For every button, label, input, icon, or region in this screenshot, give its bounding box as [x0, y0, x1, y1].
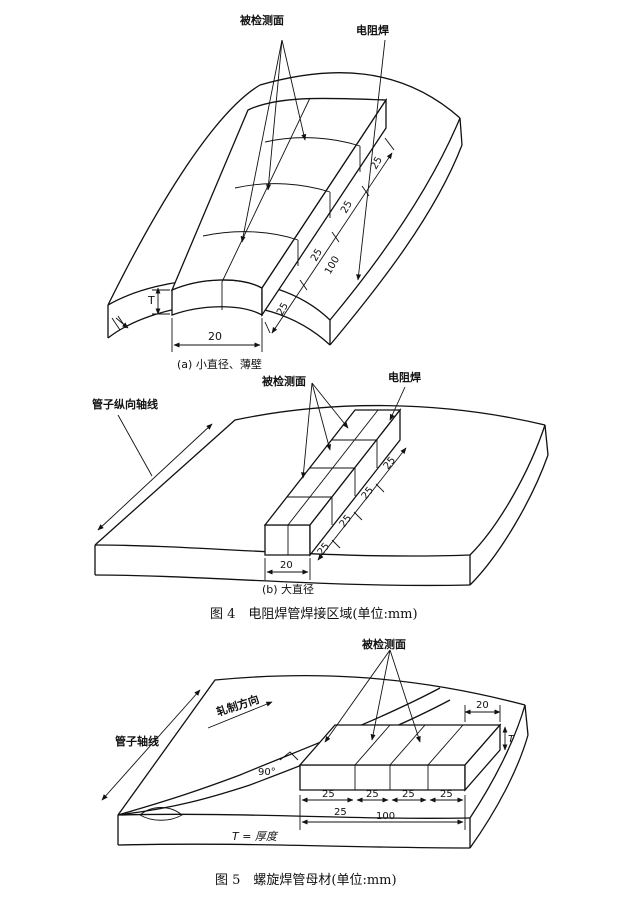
- fig4b-label-tested-faces: 被检测面: [262, 374, 306, 388]
- fig4b-subcaption: (b) 大直径: [262, 582, 314, 596]
- fig4a-label-erw-weld: 电阻焊: [356, 23, 389, 37]
- fig4b-label-axis: 管子纵向轴线: [92, 397, 158, 411]
- fig5-plate-front-bottom: [117, 843, 471, 849]
- fig4a-dim-25-1: 25: [275, 301, 291, 318]
- fig5-dim-25-1: 25: [322, 789, 335, 800]
- fig4b-plate-front-bottom: [94, 574, 471, 587]
- fig5-specimen-side: [464, 723, 501, 792]
- fig5-dim-25-5: 25: [334, 807, 347, 818]
- fig4b-plate-back-edge: [94, 404, 546, 546]
- fig4a-dim-T: T: [147, 294, 155, 307]
- fig4b-diagram: [94, 382, 549, 587]
- fig5-dim-25-4: 25: [440, 789, 453, 800]
- fig4a-dim-100: 100: [323, 254, 342, 276]
- fig5-label-angle: 90°: [258, 767, 276, 778]
- fig4a-dim-25-3: 25: [339, 199, 355, 216]
- fig5-dim-25-3: 25: [402, 789, 415, 800]
- fig4b-plate-right-edge: [469, 424, 546, 556]
- fig5-plate-back-edge: [117, 674, 526, 816]
- fig4b-specimen-front: [264, 524, 311, 556]
- fig4b-label-erw-weld: 电阻焊: [388, 370, 421, 384]
- fig4a-dim-25-2: 25: [309, 247, 325, 264]
- fig5-dim-25-2: 25: [366, 789, 379, 800]
- fig4a-label-tested-faces: 被检测面: [240, 13, 284, 27]
- fig4a-subcaption: (a) 小直径、薄壁: [177, 357, 262, 371]
- fig5-caption: 图 5 螺旋焊管母材(单位:mm): [215, 872, 397, 888]
- fig5-plate-front-top: [117, 813, 471, 819]
- fig5-weld-bead: [117, 687, 441, 816]
- fig5-label-axis: 管子轴线: [115, 734, 159, 748]
- fig4a-diagram: [107, 39, 463, 352]
- fig5-dim-T: T: [508, 734, 515, 745]
- fig5-dim-20: 20: [476, 700, 489, 711]
- fig5-label-tested-faces: 被检测面: [362, 637, 406, 651]
- fig4b-dim-20: 20: [280, 560, 293, 571]
- fig4a-pipe-outer-edge: [107, 72, 461, 306]
- fig5-diagram: [101, 649, 529, 849]
- fig5-specimen-front: [299, 764, 466, 791]
- fig4-caption: 图 4 电阻焊管焊接区域(单位:mm): [210, 606, 418, 622]
- fig5-label-rolling: 轧制方向: [215, 692, 261, 719]
- fig5-legend-T: T = 厚度: [232, 830, 279, 843]
- fig4a-dim-20: 20: [208, 330, 222, 343]
- fig5-dim-100: 100: [376, 811, 395, 822]
